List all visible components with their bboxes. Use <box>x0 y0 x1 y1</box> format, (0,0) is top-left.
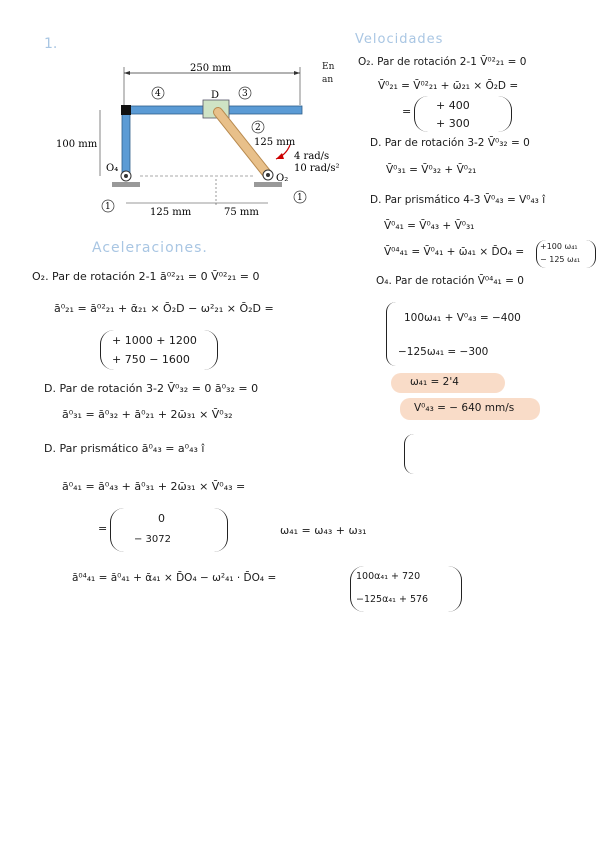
acc-vector3 <box>110 508 228 552</box>
result2-highlight <box>400 398 540 420</box>
vel-step3: D. Par prismático 4-3 V̄⁰₄₃ = V⁰₄₃ î <box>370 194 546 206</box>
acc-eq4: ā⁰⁴₄₁ = ā⁰₄₁ + ᾱ₄₁ × D̄O₄ − ω²₄₁ · D̄O₄ … <box>72 572 277 584</box>
label-d: D <box>211 90 219 101</box>
acc-eq1: ā⁰₂₁ = ā⁰²₂₁ + ᾱ₂₁ × Ō₂D − ω²₂₁ × Ō₂D = <box>54 302 274 315</box>
vel-eq3b-vec-r2: − 125 ω₄₁ <box>540 255 581 264</box>
vel-eq2: V̄⁰₃₁ = V̄⁰₃₂ + V̄⁰₂₁ <box>386 164 477 176</box>
vel-step4: O₄. Par de rotación V̄⁰⁴₄₁ = 0 <box>376 275 524 287</box>
acc-eq3: ā⁰₄₁ = ā⁰₄₃ + ā⁰₃₁ + 2ω̄₃₁ × V̄⁰₄₃ = <box>62 480 246 493</box>
dim-left-label: 100 mm <box>56 139 98 150</box>
vel-eq3b-vector <box>536 240 596 268</box>
acc-step3: D. Par prismático ā⁰₄₃ = a⁰₄₃ î <box>44 442 205 455</box>
dim-top-label: 250 mm <box>190 63 232 74</box>
vel-vec1-r2: + 300 <box>436 117 470 130</box>
acc-vec4-r1: 100α₄₁ + 720 <box>356 571 421 582</box>
label-o2: O₂ <box>276 173 288 184</box>
result1-highlight <box>391 373 505 393</box>
label-1a: 1 <box>105 202 111 212</box>
side-text-1: En <box>322 62 335 72</box>
label-4: 4 <box>155 89 161 99</box>
vel-eq-equals: = <box>402 105 412 118</box>
acc-vec3-r1: 0 <box>158 512 165 525</box>
vel-sys-r2: −125ω₄₁ = −300 <box>398 346 489 358</box>
acc-omega-rel: ω₄₁ = ω₄₃ + ω₃₁ <box>280 524 367 537</box>
vel-sys-r1: 100ω₄₁ + V⁰₄₃ = −400 <box>404 312 521 324</box>
vel-eq1: V̄⁰₂₁ = V̄⁰²₂₁ + ω̄₂₁ × Ō₂D = <box>378 80 519 92</box>
acc-vector1 <box>100 330 218 370</box>
problem-number: 1. <box>44 36 58 52</box>
acc-eq2: ā⁰₃₁ = ā⁰₃₂ + ā⁰₂₁ + 2ω̄₃₁ × V̄⁰₃₂ <box>62 408 233 421</box>
dim-link2-label: 125 mm <box>254 137 296 148</box>
vel-result2: V⁰₄₃ = − 640 mm/s <box>414 402 515 414</box>
velocidades-title: Velocidades <box>355 32 444 47</box>
omega-label: 4 rad/s <box>294 151 329 162</box>
empty-brace <box>404 434 415 474</box>
vel-step2: D. Par de rotación 3-2 V̄⁰₃₂ = 0 <box>370 137 530 149</box>
mechanism-figure: 250 mm D 100 mm 4 3 2 1 1 125 mm 4 rad/s… <box>56 63 340 218</box>
vel-eq3b: V̄⁰⁴₄₁ = V̄⁰₄₁ + ω̄₄₁ × D̄O₄ = <box>384 246 525 258</box>
alpha-label: 10 rad/s² <box>294 163 340 174</box>
vel-result1: ω₄₁ = 2'4 <box>410 376 459 388</box>
side-text-2: an <box>322 75 334 85</box>
vel-eq3a: V̄⁰₄₁ = V̄⁰₄₃ + V̄⁰₃₁ <box>384 220 475 232</box>
vel-step1: O₂. Par de rotación 2-1 V̄⁰²₂₁ = 0 <box>358 56 527 68</box>
acc-vec4-r2: −125α₄₁ + 576 <box>356 594 429 605</box>
vel-vec1-r1: + 400 <box>436 99 470 112</box>
acc-vec1-r2: + 750 − 1600 <box>112 353 190 366</box>
label-3: 3 <box>242 89 248 99</box>
label-2: 2 <box>255 123 261 133</box>
vel-system-brace <box>386 302 399 366</box>
dim-bottom-left-label: 125 mm <box>150 207 192 218</box>
acc-step2: D. Par de rotación 3-2 V̄⁰₃₂ = 0 ā⁰₃₂ = … <box>44 382 259 395</box>
vel-eq3b-vec-r1: +100 ω₄₁ <box>540 242 578 251</box>
vel-vector1 <box>414 96 512 132</box>
link-4-vertical <box>121 105 131 177</box>
dim-bottom-right-label: 75 mm <box>224 207 259 218</box>
acc-vector4 <box>350 566 462 612</box>
acc-eq3-equals: = <box>98 522 108 535</box>
aceleraciones-title: Aceleraciones. <box>92 240 208 256</box>
acc-step1: O₂. Par de rotación 2-1 ā⁰²₂₁ = 0 V̄⁰²₂₁… <box>32 270 260 283</box>
acc-vec1-r1: + 1000 + 1200 <box>112 334 197 347</box>
label-o4: O₄ <box>106 163 118 174</box>
acc-vec3-r2: − 3072 <box>134 534 172 545</box>
label-1b: 1 <box>297 193 303 203</box>
